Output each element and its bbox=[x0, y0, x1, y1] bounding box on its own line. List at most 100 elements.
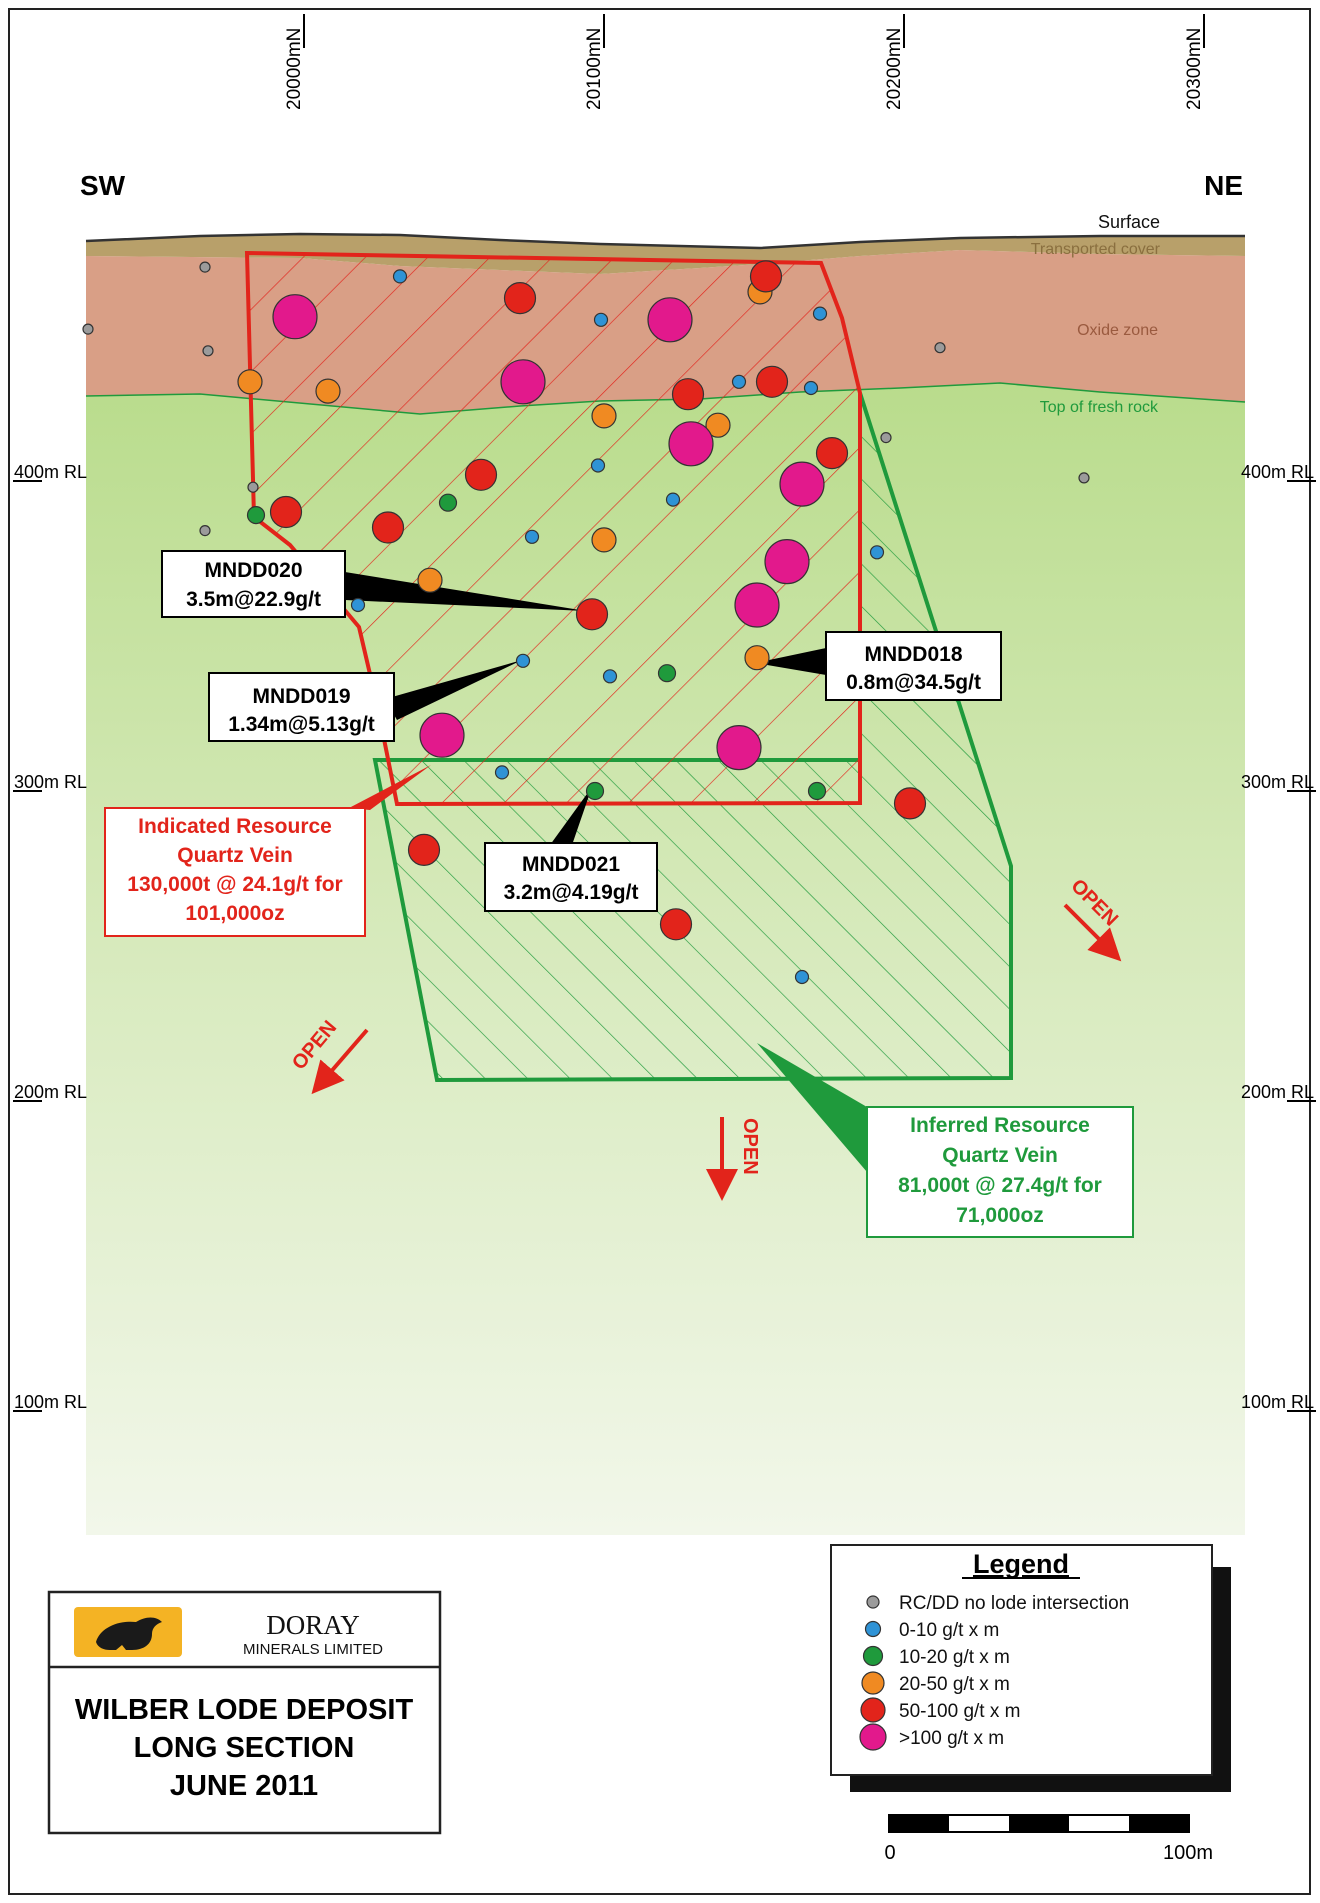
legend-swatch-g1 bbox=[864, 1620, 882, 1638]
rl-label-right: 200m RL bbox=[1241, 1082, 1314, 1102]
direction-sw: SW bbox=[80, 170, 126, 201]
intersection-g3 bbox=[315, 378, 341, 404]
rl-label-left: 400m RL bbox=[14, 462, 87, 482]
intersection-g3 bbox=[744, 645, 770, 671]
callout-mndd020-result: 3.5m@22.9g/t bbox=[186, 588, 321, 611]
intersection-g4 bbox=[371, 511, 405, 544]
inferred-line-4: 71,000oz bbox=[956, 1204, 1044, 1227]
legend-label-g4: 50-100 g/t x m bbox=[899, 1701, 1020, 1722]
intersection-g5 bbox=[716, 724, 762, 771]
intersection-none bbox=[247, 481, 259, 493]
intersection-g1 bbox=[515, 653, 531, 668]
rl-label-left: 100m RL bbox=[14, 1392, 87, 1412]
intersection-g5 bbox=[668, 421, 714, 467]
intersection-g4 bbox=[407, 833, 441, 867]
intersection-g3 bbox=[417, 567, 443, 593]
intersection-g1 bbox=[803, 380, 819, 396]
surface-line bbox=[85, 232, 1245, 250]
inferred-line-2: Quartz Vein bbox=[942, 1144, 1058, 1167]
intersection-g3 bbox=[237, 369, 263, 395]
inferred-line-1: Inferred Resource bbox=[910, 1114, 1090, 1137]
intersection-g4 bbox=[755, 365, 789, 398]
company-logo bbox=[74, 1607, 182, 1657]
legend-swatch-none bbox=[866, 1595, 880, 1609]
intersection-g1 bbox=[731, 374, 747, 389]
rl-label-right: 400m RL bbox=[1241, 462, 1314, 482]
surface-label: Surface bbox=[1098, 212, 1160, 232]
intersection-none bbox=[82, 323, 94, 335]
intersection-g4 bbox=[659, 908, 693, 941]
legend-swatch-g4 bbox=[860, 1697, 886, 1723]
intersection-g2 bbox=[807, 781, 827, 801]
callout-mndd021-result: 3.2m@4.19g/t bbox=[504, 881, 639, 904]
intersection-g5 bbox=[647, 297, 693, 343]
legend-swatch-g3 bbox=[861, 1671, 885, 1695]
company-subtitle: MINERALS LIMITED bbox=[243, 1641, 383, 1658]
leader-lines bbox=[345, 572, 867, 1172]
northing-label: 20200mN bbox=[884, 28, 905, 110]
rl-label-right: 100m RL bbox=[1241, 1392, 1314, 1412]
indicated-line-3: 130,000t @ 24.1g/t for bbox=[127, 873, 342, 896]
scale-segment bbox=[1009, 1815, 1069, 1832]
legend-label-g3: 20-50 g/t x m bbox=[899, 1674, 1010, 1695]
inferred-resource-box: Inferred Resource Quartz Vein 81,000t @ … bbox=[866, 1106, 1134, 1238]
leader-mndd021 bbox=[550, 787, 592, 845]
title-line-1: WILBER LODE DEPOSIT bbox=[75, 1694, 414, 1726]
intersection-g5 bbox=[779, 461, 825, 507]
callout-mndd021[interactable]: MNDD021 3.2m@4.19g/t bbox=[484, 842, 658, 912]
intersection-g1 bbox=[350, 597, 366, 613]
scale-bar: 0 100m bbox=[884, 1814, 1213, 1864]
open-arrow-down: OPEN bbox=[706, 1117, 761, 1201]
callout-mndd019[interactable]: MNDD019 1.34m@5.13g/t bbox=[208, 672, 395, 742]
callout-mndd018-id: MNDD018 bbox=[864, 643, 962, 666]
direction-ne: NE bbox=[1204, 170, 1243, 201]
intersection-none bbox=[934, 342, 946, 354]
legend-title: Legend bbox=[973, 1549, 1069, 1579]
intersection-g2 bbox=[585, 781, 605, 801]
intersection-g4 bbox=[503, 282, 537, 315]
drill-intersections bbox=[82, 260, 1090, 985]
callout-mndd020[interactable]: MNDD020 3.5m@22.9g/t bbox=[161, 550, 346, 618]
intersection-g1 bbox=[794, 969, 810, 985]
intersection-g5 bbox=[764, 538, 810, 585]
indicated-resource-box: Indicated Resource Quartz Vein 130,000t … bbox=[104, 807, 366, 937]
intersection-g1 bbox=[869, 545, 885, 560]
inferred-line-3: 81,000t @ 27.4g/t for bbox=[898, 1174, 1102, 1197]
northing-label: 20300mN bbox=[1184, 28, 1205, 110]
legend-label-none: RC/DD no lode intersection bbox=[899, 1593, 1129, 1614]
scale-end-label: 100m bbox=[1163, 1842, 1213, 1864]
intersection-g5 bbox=[419, 712, 465, 758]
indicated-line-1: Indicated Resource bbox=[138, 815, 332, 838]
intersection-none bbox=[1078, 472, 1090, 484]
callout-mndd018[interactable]: MNDD018 0.8m@34.5g/t bbox=[825, 631, 1002, 701]
intersection-g1 bbox=[524, 529, 540, 544]
open-label-down: OPEN bbox=[739, 1118, 761, 1175]
callout-mndd019-id: MNDD019 bbox=[252, 685, 350, 708]
title-line-3: JUNE 2011 bbox=[170, 1770, 318, 1802]
intersection-g5 bbox=[500, 359, 546, 405]
legend-label-g2: 10-20 g/t x m bbox=[899, 1647, 1010, 1668]
callout-mndd020-id: MNDD020 bbox=[204, 559, 302, 582]
title-line-2: LONG SECTION bbox=[134, 1732, 355, 1764]
intersection-g2 bbox=[438, 493, 458, 512]
intersection-g3 bbox=[705, 412, 731, 438]
legend-swatch-g2 bbox=[862, 1645, 884, 1667]
indicated-resource-outline bbox=[244, 250, 862, 807]
intersection-g1 bbox=[590, 458, 606, 473]
legend-label-g5: >100 g/t x m bbox=[899, 1728, 1004, 1749]
intersection-g4 bbox=[671, 378, 705, 411]
intersection-g2 bbox=[246, 505, 266, 525]
intersection-g4 bbox=[464, 458, 498, 491]
scale-start-label: 0 bbox=[884, 1842, 895, 1864]
intersection-g4 bbox=[815, 437, 849, 470]
intersection-g3 bbox=[591, 403, 617, 429]
intersection-g4 bbox=[575, 598, 609, 631]
intersection-g5 bbox=[734, 582, 780, 628]
rl-label-left: 300m RL bbox=[14, 772, 87, 792]
leader-mndd019 bbox=[385, 660, 522, 720]
company-name: DORAY bbox=[266, 1610, 360, 1640]
